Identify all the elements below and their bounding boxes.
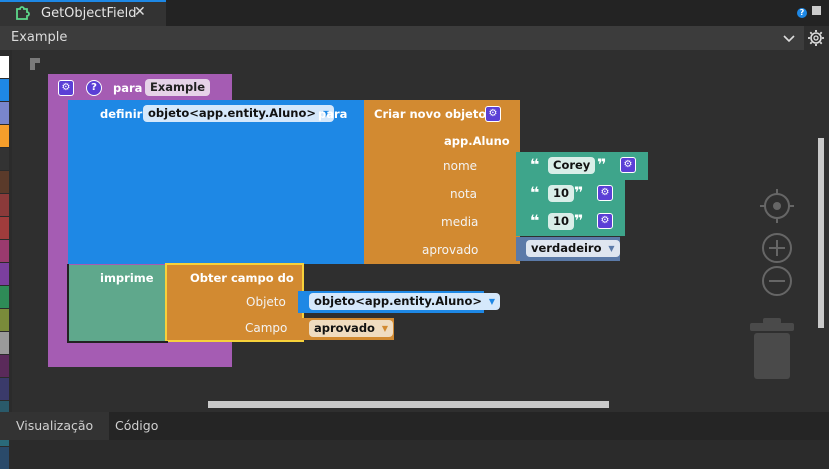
object-dropdown[interactable]: objeto<app.entity.Aluno> ▼	[309, 293, 500, 310]
variable-name: objeto<app.entity.Aluno>	[148, 106, 316, 120]
print-keyword: imprime	[100, 271, 154, 285]
palette-category-14[interactable]	[0, 378, 9, 400]
palette-category-0[interactable]	[0, 56, 9, 78]
gear-icon	[808, 30, 824, 46]
object-value: objeto<app.entity.Aluno>	[314, 294, 482, 308]
tab-codigo[interactable]: Código	[115, 418, 159, 433]
palette-category-3[interactable]	[0, 125, 9, 147]
help-icon[interactable]: ?	[797, 8, 807, 18]
gear-icon[interactable]: ⚙	[597, 185, 613, 201]
palette-category-7[interactable]	[0, 217, 9, 239]
field-label-nota: nota	[450, 187, 478, 201]
chevron-down-icon: ▼	[608, 244, 615, 253]
field-label-aprovado: aprovado	[422, 243, 479, 257]
get-field-block[interactable]	[165, 263, 304, 342]
field-label-nome: nome	[443, 159, 478, 173]
field-label-media: media	[441, 215, 479, 229]
trash-icon[interactable]	[750, 318, 794, 379]
define-block[interactable]	[68, 100, 364, 264]
variable-dropdown[interactable]: objeto<app.entity.Aluno> ▼	[143, 105, 334, 122]
palette-category-13[interactable]	[0, 355, 9, 377]
palette-category-9[interactable]	[0, 263, 9, 285]
get-field-title: Obter campo do	[190, 271, 294, 285]
text-value-nota[interactable]: 10	[548, 185, 575, 202]
chevron-down-icon	[783, 35, 795, 43]
palette-category-2[interactable]	[0, 102, 9, 124]
procedure-name-field[interactable]: Example	[145, 79, 210, 96]
gear-icon[interactable]: ⚙	[58, 80, 74, 96]
puzzle-icon	[16, 6, 30, 20]
close-icon[interactable]: ✕	[134, 4, 146, 20]
chevron-down-icon: ▼	[381, 324, 388, 333]
create-object-class: app.Aluno	[444, 134, 510, 148]
create-object-title: Criar novo objeto	[374, 107, 487, 121]
get-field-field-label: Campo	[245, 321, 288, 335]
gear-icon[interactable]: ⚙	[597, 213, 613, 229]
quote-open-icon: ❝	[530, 211, 540, 230]
boolean-value: verdadeiro	[531, 241, 602, 255]
file-tab[interactable]: GetObjectField ✕	[0, 0, 166, 26]
get-field-object-label: Objeto	[246, 295, 286, 309]
palette-category-6[interactable]	[0, 194, 9, 216]
procedure-selector[interactable]: Example	[0, 26, 804, 50]
palette-category-5[interactable]	[0, 171, 9, 193]
palette-category-11[interactable]	[0, 309, 9, 331]
text-value-media[interactable]: 10	[548, 213, 575, 230]
palette-category-17[interactable]	[0, 447, 9, 469]
boolean-dropdown[interactable]: verdadeiro ▼	[526, 240, 620, 257]
gear-icon[interactable]: ⚙	[485, 106, 501, 122]
vertical-scrollbar[interactable]	[818, 138, 824, 328]
horizontal-scrollbar[interactable]	[208, 401, 609, 408]
maximize-icon[interactable]	[812, 6, 821, 15]
zoom-out-icon[interactable]	[762, 266, 792, 296]
chevron-down-icon: ▼	[322, 109, 329, 118]
palette-category-8[interactable]	[0, 240, 9, 262]
recenter-icon[interactable]	[760, 189, 794, 223]
quote-close-icon: ❞	[574, 183, 584, 202]
quote-close-icon: ❞	[574, 211, 584, 230]
bottom-tab-bar: Visualização Código	[0, 412, 829, 440]
quote-open-icon: ❝	[530, 183, 540, 202]
field-value: aprovado	[314, 321, 375, 335]
palette-category-12[interactable]	[0, 332, 9, 354]
help-icon[interactable]: ?	[86, 80, 102, 96]
quote-open-icon: ❝	[530, 155, 540, 174]
zoom-in-icon[interactable]	[762, 233, 792, 263]
chevron-down-icon: ▼	[488, 297, 495, 306]
create-object-block[interactable]	[364, 100, 520, 264]
print-block[interactable]	[68, 265, 168, 342]
palette-category-4[interactable]	[0, 148, 9, 170]
collapsed-block[interactable]	[30, 58, 40, 70]
settings-button[interactable]	[804, 26, 829, 50]
define-para-keyword: para	[318, 107, 348, 121]
text-value-nome[interactable]: Corey	[548, 157, 596, 174]
blocks-canvas	[30, 58, 794, 379]
palette-category-10[interactable]	[0, 286, 9, 308]
palette-category-1[interactable]	[0, 79, 9, 101]
field-dropdown[interactable]: aprovado ▼	[309, 320, 393, 337]
selector-value: Example	[11, 30, 68, 45]
tab-title: GetObjectField	[41, 6, 137, 21]
procedure-keyword: para	[113, 81, 143, 95]
tab-visualizacao[interactable]: Visualização	[0, 412, 110, 440]
quote-close-icon: ❞	[597, 155, 607, 174]
gear-icon[interactable]: ⚙	[620, 157, 636, 173]
define-keyword: definir	[100, 107, 143, 121]
